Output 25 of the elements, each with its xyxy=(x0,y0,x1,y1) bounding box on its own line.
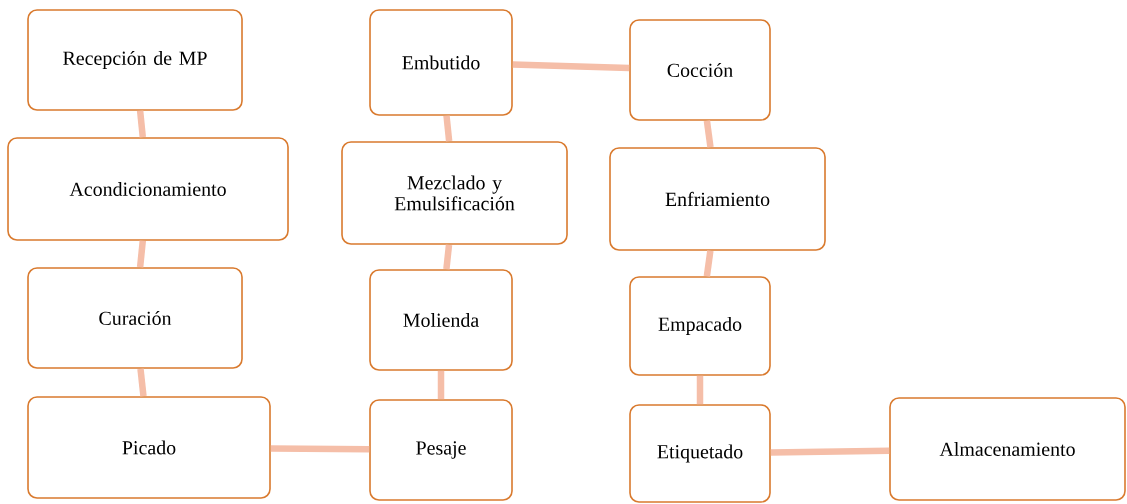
connector-line xyxy=(512,61,630,72)
process-box: Molienda xyxy=(369,269,513,371)
process-box: Acondicionamiento xyxy=(7,137,289,241)
connector-line xyxy=(703,120,714,148)
process-box: Etiquetado xyxy=(629,404,771,503)
process-box: Embutido xyxy=(369,9,513,116)
connector-line xyxy=(137,368,147,397)
process-box: Curación xyxy=(27,267,243,369)
process-box: Mezclado y Emulsificación xyxy=(341,141,568,245)
connector-line xyxy=(443,115,453,142)
process-box: Almacenamiento xyxy=(889,397,1126,501)
process-box: Cocción xyxy=(629,19,771,121)
connector-line xyxy=(136,110,147,138)
process-box: Empacado xyxy=(629,276,771,376)
process-box: Picado xyxy=(27,396,271,499)
connector-line xyxy=(136,240,147,268)
process-box: Enfriamiento xyxy=(609,147,826,251)
connector-line xyxy=(270,445,370,453)
connector-line xyxy=(437,370,445,400)
connector-line xyxy=(443,244,453,270)
connector-line xyxy=(703,250,714,277)
connector-line xyxy=(770,447,890,456)
connector-line xyxy=(696,375,704,405)
process-box: Recepción de MP xyxy=(27,9,243,111)
process-box: Pesaje xyxy=(369,399,513,501)
